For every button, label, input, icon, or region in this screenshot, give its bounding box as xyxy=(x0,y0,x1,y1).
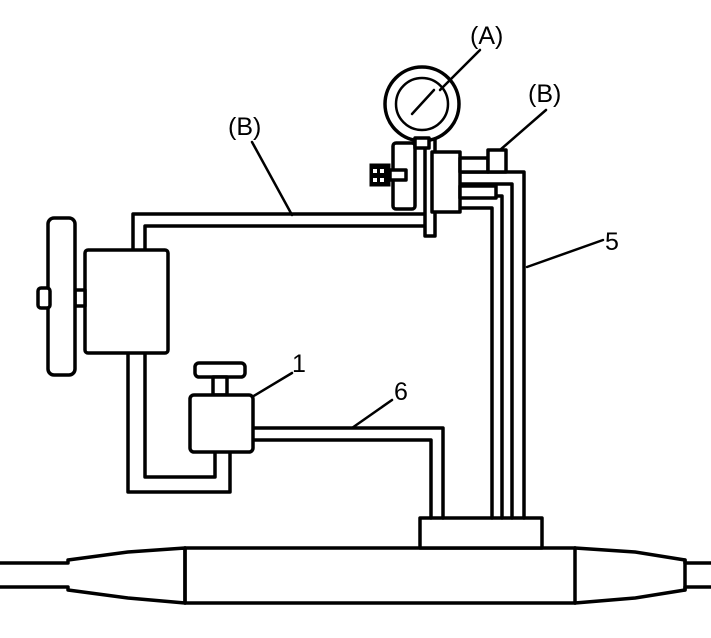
hand-pump xyxy=(36,216,170,377)
label-pipe-5: 5 xyxy=(605,228,619,256)
valve-1 xyxy=(188,361,255,454)
main-line xyxy=(0,546,711,605)
pipe-inner xyxy=(458,194,504,520)
hose-b-left xyxy=(131,212,434,252)
pump-to-valve-hose xyxy=(126,351,232,494)
label-valve-1: 1 xyxy=(292,350,306,378)
label-gauge-a: (A) xyxy=(470,22,503,50)
gauge-assembly xyxy=(369,134,508,238)
pipe-6 xyxy=(251,426,445,520)
tee-block xyxy=(418,516,544,550)
label-hose-b-right: (B) xyxy=(528,80,561,108)
pressure-gauge xyxy=(383,65,461,150)
leader-lines xyxy=(250,48,605,430)
label-pipe-6: 6 xyxy=(394,378,408,406)
label-hose-b-left: (B) xyxy=(228,113,261,141)
